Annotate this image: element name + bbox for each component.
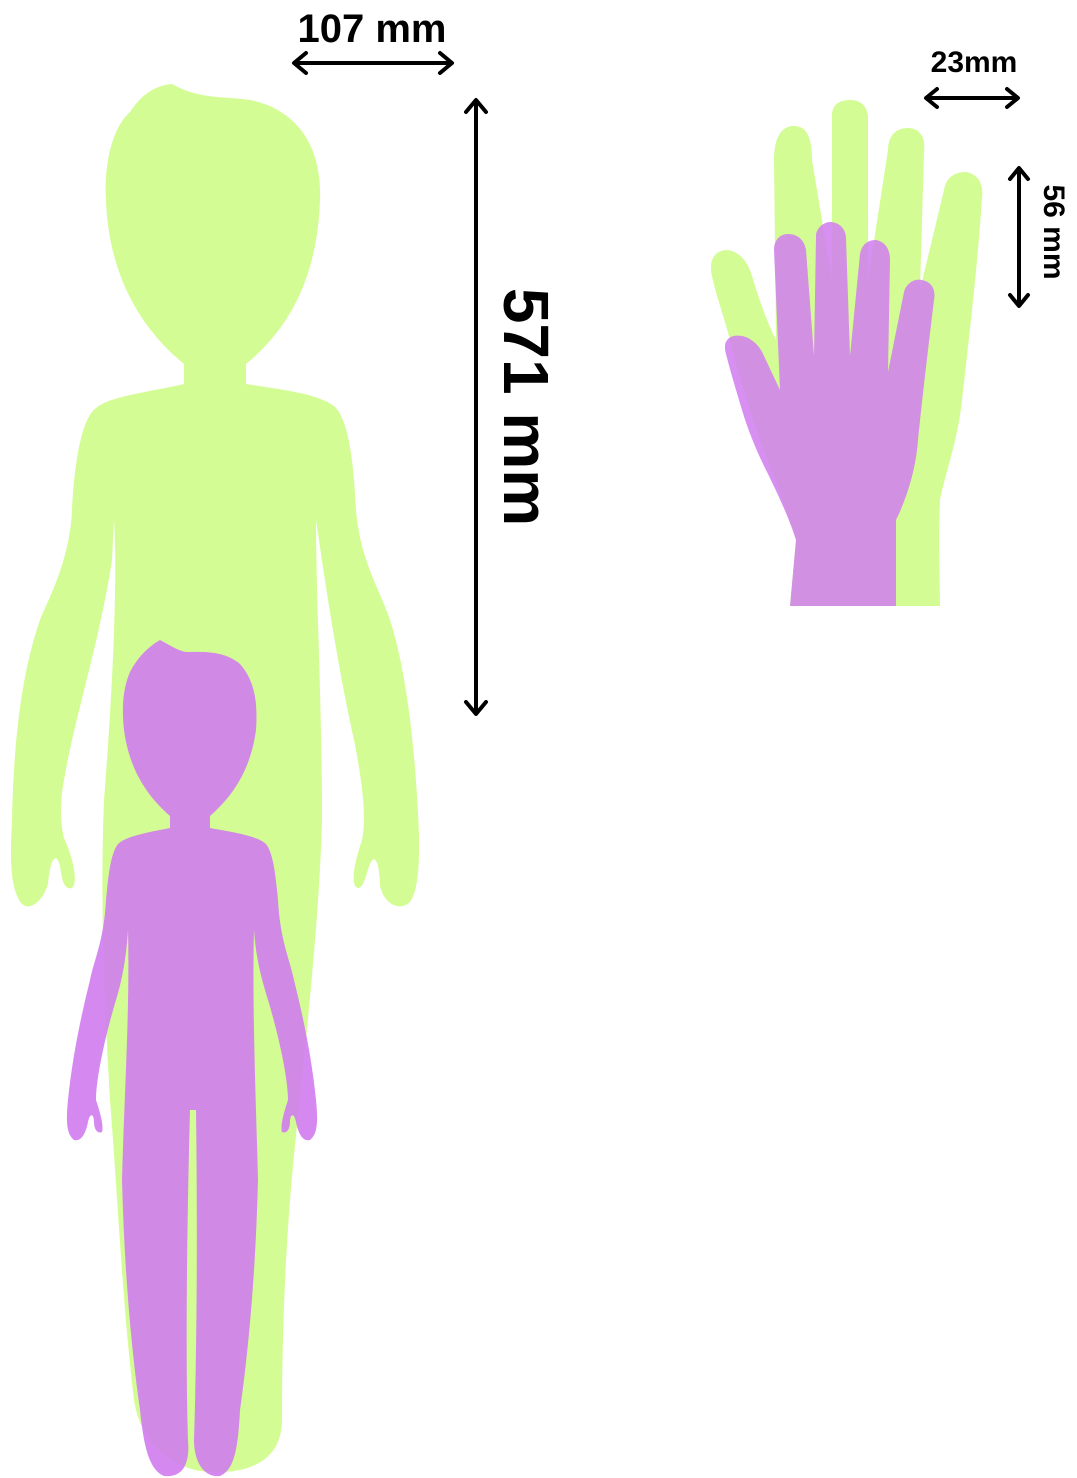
head-width-label: 107 mm xyxy=(298,7,447,51)
body-height-arrow xyxy=(466,100,486,714)
finger-length-label: 56 mm xyxy=(1037,184,1070,279)
finger-length-arrow xyxy=(1010,168,1028,306)
body-height-label: 571 mm xyxy=(490,288,562,526)
finger-width-arrow xyxy=(926,89,1018,107)
head-width-arrow xyxy=(294,53,452,73)
finger-width-label: 23mm xyxy=(931,46,1018,79)
